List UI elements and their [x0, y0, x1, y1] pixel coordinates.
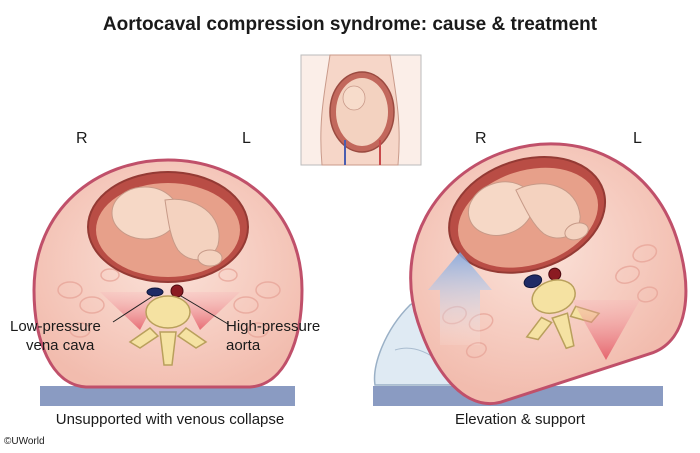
left-vena-cava: [146, 287, 164, 297]
left-pressure-arrow-right: [180, 292, 240, 330]
displacement-arrow-down: [572, 300, 640, 360]
inset-pregnant-figure: [300, 54, 422, 166]
right-cross-section: [373, 142, 688, 406]
aorta-label-line2: aorta: [226, 337, 261, 354]
right-fetus: [467, 181, 589, 241]
left-cross-section: [32, 158, 304, 406]
elevation-arrow-up: [428, 252, 492, 345]
right-panel-right-side-label: R: [475, 130, 487, 147]
right-panel-left-side-label: L: [633, 130, 642, 147]
left-vertebra: [128, 295, 208, 366]
right-panel-caption: Elevation & support: [454, 411, 586, 428]
page-title: Aortocaval compression syndrome: cause &…: [102, 14, 598, 35]
vena-cava-label-line2: vena cava: [26, 337, 95, 354]
vena-cava-label-line1: Low-pressure: [10, 318, 101, 335]
left-aorta: [170, 284, 184, 298]
right-vertebra: [525, 279, 601, 350]
left-panel-caption: Unsupported with venous collapse: [55, 411, 285, 428]
right-vena-cava: [523, 274, 543, 289]
left-panel-left-side-label: L: [242, 130, 251, 147]
aorta-label-line1: High-pressure: [226, 318, 321, 335]
copyright: ©UWorld: [4, 436, 45, 447]
left-support-surface: [40, 386, 295, 406]
left-fetus: [111, 186, 223, 267]
left-panel-right-side-label: R: [76, 130, 88, 147]
